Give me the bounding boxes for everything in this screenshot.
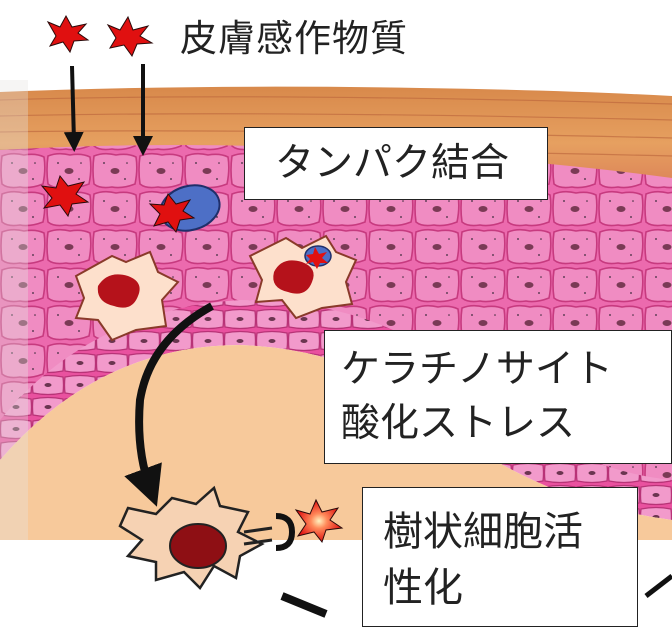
dendritic-activation-label: 樹状細胞活性化 [362, 487, 638, 627]
protein-binding-text: タンパク結合 [275, 136, 535, 192]
dendritic-activation-text: 樹状細胞活性化 [383, 504, 593, 616]
arrow-icon [72, 66, 74, 142]
allergen-burst-icon [108, 17, 152, 56]
diagram-title: 皮膚感作物質 [180, 8, 408, 62]
keratinocyte-stress-text: ケラチノサイト酸化ストレス [341, 343, 641, 451]
keratinocyte-stress-label: ケラチノサイト酸化ストレス [324, 330, 672, 464]
allergen-burst-icon [48, 16, 88, 52]
protein-binding-label: タンパク結合 [244, 127, 548, 200]
